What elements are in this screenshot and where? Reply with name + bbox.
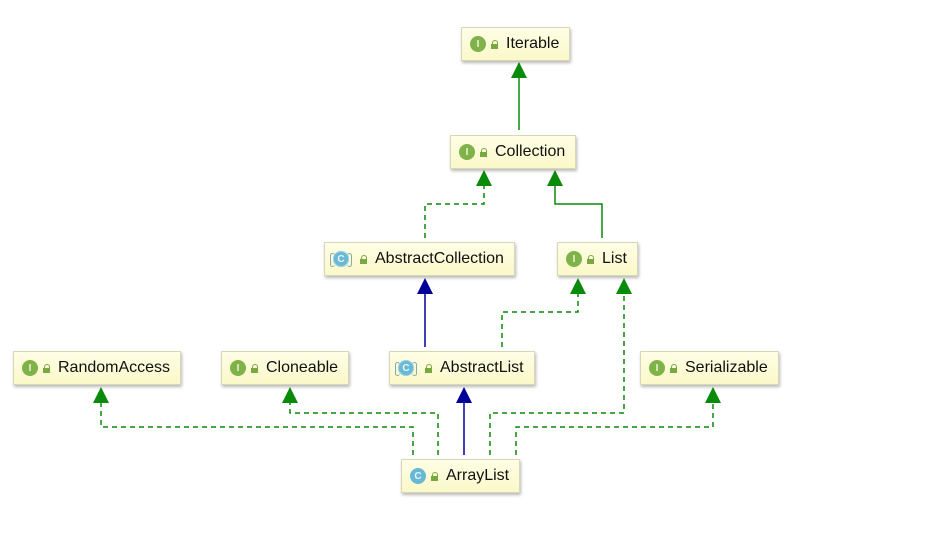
interface-icon: I — [566, 251, 582, 267]
arrowhead — [93, 387, 109, 403]
node-random-access[interactable]: I RandomAccess — [13, 351, 182, 385]
arrowhead — [616, 278, 632, 294]
node-cloneable[interactable]: I Cloneable — [221, 351, 350, 385]
interface-icon: I — [470, 36, 486, 52]
node-iterable[interactable]: I Iterable — [461, 27, 571, 61]
arrowhead — [282, 387, 298, 403]
node-label: RandomAccess — [58, 359, 171, 376]
edge-abstractlist-to-abstractcollection — [417, 278, 433, 347]
public-lock-icon — [430, 471, 439, 481]
node-label: Iterable — [506, 35, 560, 52]
node-label: List — [602, 250, 627, 267]
edge-arraylist-to-serializable — [515, 387, 721, 455]
edge-abstractcollection-to-collection — [424, 170, 492, 238]
node-label: AbstractCollection — [375, 250, 504, 267]
interface-icon: I — [230, 360, 246, 376]
abstract-class-icon: C — [333, 251, 349, 267]
arrowhead — [511, 62, 527, 78]
public-lock-icon — [586, 254, 595, 264]
edge-collection-to-iterable — [511, 62, 527, 130]
public-lock-icon — [479, 147, 488, 157]
node-label: AbstractList — [440, 359, 524, 376]
node-array-list[interactable]: C ArrayList — [401, 459, 521, 493]
node-label: ArrayList — [446, 467, 510, 484]
abstract-class-icon-wrapper: C — [395, 360, 418, 376]
node-abstract-list[interactable]: C AbstractList — [389, 351, 535, 385]
edge-abstractlist-to-list — [501, 278, 586, 347]
interface-icon: I — [22, 360, 38, 376]
arrowhead — [705, 387, 721, 403]
node-label: Cloneable — [266, 359, 339, 376]
node-serializable[interactable]: I Serializable — [640, 351, 779, 385]
node-label: Collection — [495, 143, 566, 160]
public-lock-icon — [250, 363, 259, 373]
interface-icon: I — [459, 144, 475, 160]
node-label: Serializable — [685, 359, 768, 376]
public-lock-icon — [490, 39, 499, 49]
edge-arraylist-to-randomaccess — [93, 387, 414, 455]
edge-arraylist-to-abstractlist — [456, 387, 472, 455]
node-collection[interactable]: I Collection — [450, 135, 577, 169]
public-lock-icon — [42, 363, 51, 373]
abstract-class-icon-wrapper: C — [330, 251, 353, 267]
public-lock-icon — [424, 363, 433, 373]
node-list[interactable]: I List — [557, 242, 638, 276]
abstract-class-icon: C — [398, 360, 414, 376]
node-abstract-collection[interactable]: C AbstractCollection — [324, 242, 515, 276]
class-icon: C — [410, 468, 426, 484]
edge-arraylist-to-list — [489, 278, 632, 455]
arrowhead — [570, 278, 586, 294]
interface-icon: I — [649, 360, 665, 376]
arrowhead — [547, 170, 563, 186]
public-lock-icon — [359, 254, 368, 264]
edge-list-to-collection — [547, 170, 603, 238]
arrowhead — [476, 170, 492, 186]
edge-arraylist-to-cloneable — [282, 387, 439, 455]
arrowhead — [417, 278, 433, 294]
public-lock-icon — [669, 363, 678, 373]
arrowhead — [456, 387, 472, 403]
